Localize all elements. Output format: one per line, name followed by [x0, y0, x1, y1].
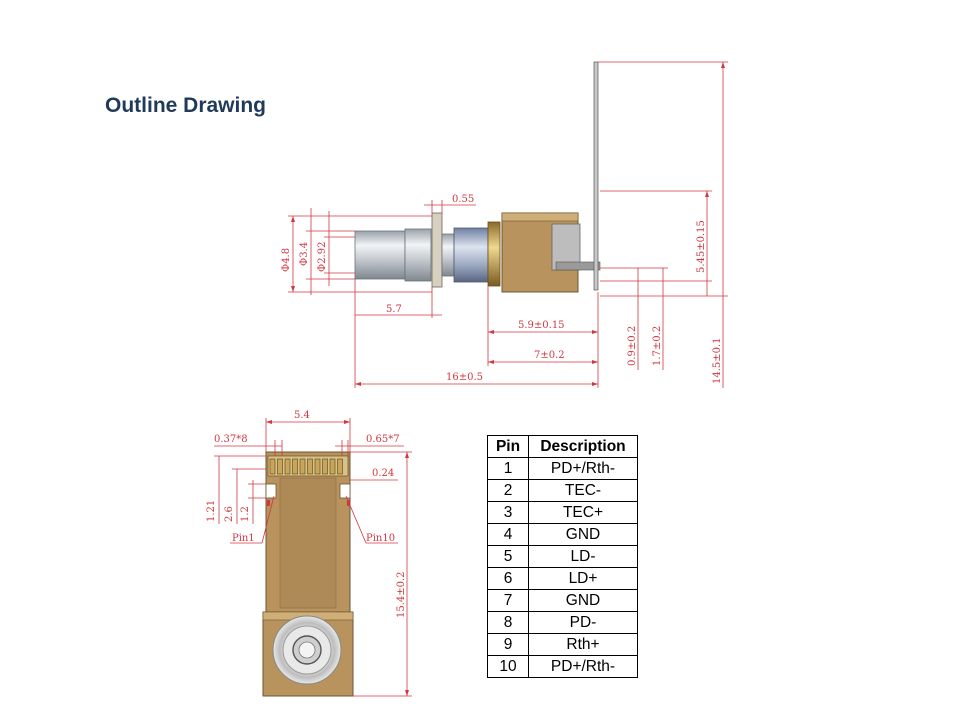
dim-width-5-4: 5.4	[294, 410, 310, 421]
pin-number: 5	[487, 545, 529, 568]
pin-number: 2	[487, 479, 529, 502]
pin-description: LD+	[528, 567, 638, 590]
pin-description: TEC-	[528, 479, 638, 502]
label-pin10: Pin10	[366, 533, 395, 544]
side-view: Φ4.8 Φ3.4 Φ2.92 0.55 5.7 5.9±0.15 7±0.2 …	[281, 61, 728, 388]
pin-description: PD+/Rth-	[528, 457, 638, 480]
pin-description: PD+/Rth-	[528, 655, 638, 678]
dim-length-5-7: 5.7	[386, 304, 402, 315]
dim-length-7: 7±0.2	[534, 350, 565, 361]
dim-vertical-1-2: 1.2	[240, 506, 251, 522]
dim-length-16: 16±0.5	[446, 372, 483, 383]
pin-table-header-row: Pin Description	[487, 435, 638, 458]
pin-description: Rth+	[528, 633, 638, 656]
dim-pad-0-65: 0.65*7	[366, 434, 400, 445]
page-title: Outline Drawing	[105, 94, 267, 117]
description-column-header: Description	[528, 435, 638, 458]
pin-description: GND	[528, 523, 638, 546]
pin-number: 3	[487, 501, 529, 524]
dim-height-1-7: 1.7±0.2	[652, 326, 663, 366]
pin-number: 7	[487, 589, 529, 612]
pin-column-header: Pin	[487, 435, 529, 458]
dim-diameter-2-92: Φ2.92	[317, 242, 328, 272]
pin-number: 1	[487, 457, 529, 480]
dim-diameter-3-4: Φ3.4	[299, 242, 310, 266]
pin-number: 9	[487, 633, 529, 656]
pin-number: 10	[487, 655, 529, 678]
pin-description: PD-	[528, 611, 638, 634]
label-pin1: Pin1	[232, 533, 255, 544]
bottom-view: 5.4 0.37*8 0.65*7 0.24 1.21 2.6 1.2 15.4…	[206, 410, 412, 697]
pin-description: TEC+	[528, 501, 638, 524]
pin-description: GND	[528, 589, 638, 612]
dim-height-5-45: 5.45±0.15	[696, 220, 707, 273]
dim-length-5-9: 5.9±0.15	[518, 320, 565, 331]
dim-diameter-4-8: Φ4.8	[281, 248, 292, 272]
dim-pad-0-24: 0.24	[372, 468, 394, 479]
pin-number: 4	[487, 523, 529, 546]
pin-number: 8	[487, 611, 529, 634]
dim-flange-0-55: 0.55	[452, 194, 474, 205]
pin-number: 6	[487, 567, 529, 590]
dim-vertical-2-6: 2.6	[224, 506, 235, 522]
dim-vertical-1-21: 1.21	[206, 500, 217, 522]
dim-height-14-5: 14.5±0.1	[712, 337, 723, 384]
dim-height-15-4: 15.4±0.2	[396, 571, 407, 618]
pin-description: LD-	[528, 545, 638, 568]
dim-pitch-0-37: 0.37*8	[214, 434, 248, 445]
dim-height-0-9: 0.9±0.2	[627, 326, 638, 366]
